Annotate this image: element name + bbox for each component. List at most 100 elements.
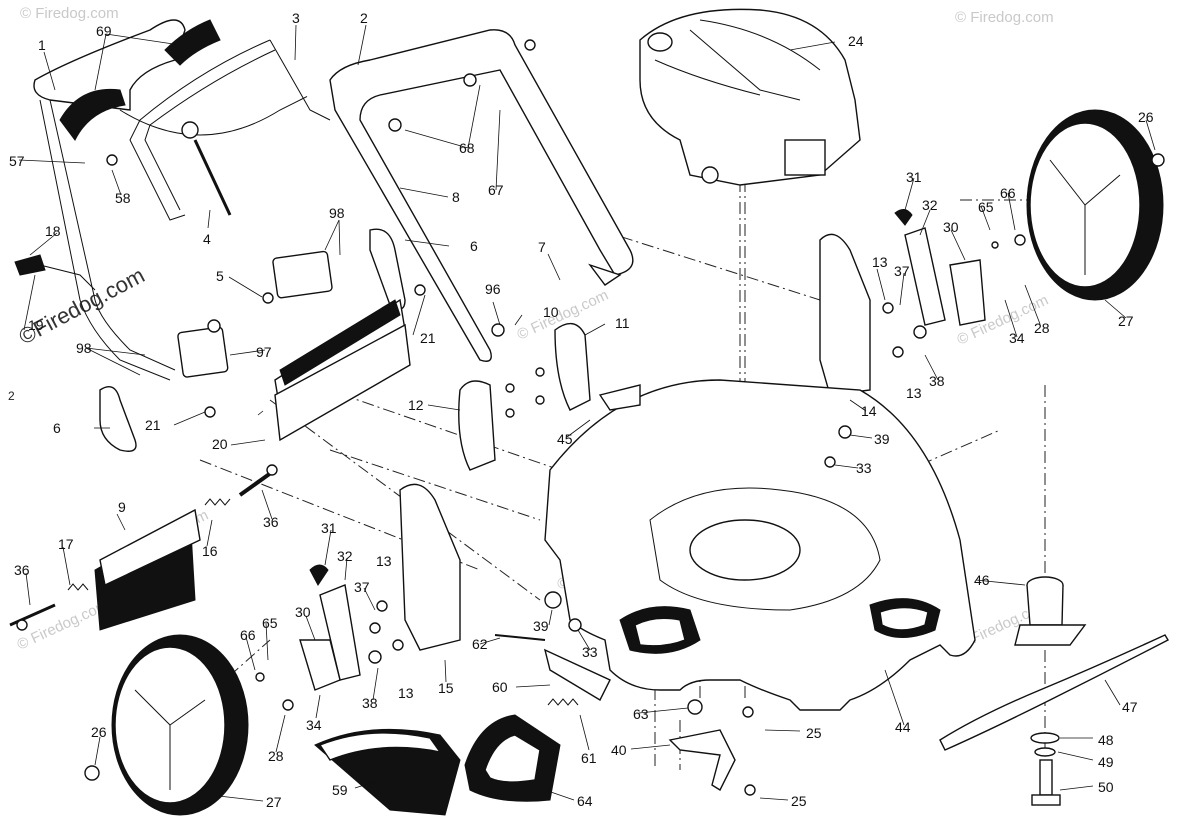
callout-97: 97 (256, 344, 272, 360)
callout-49: 49 (1098, 754, 1114, 770)
callout-45: 45 (557, 431, 573, 447)
callout-40: 40 (611, 742, 627, 758)
lower-handle-left (33, 19, 186, 381)
callout-4: 4 (203, 231, 211, 247)
wheel-front-right (1026, 109, 1164, 301)
callout-36-left: 36 (14, 562, 30, 578)
callout-30-right: 30 (943, 219, 959, 235)
callout-47: 47 (1122, 699, 1138, 715)
callout-labels: 1 2 3 4 5 6 6 7 8 9 10 11 12 13 13 13 13… (9, 10, 1154, 810)
callout-67: 67 (488, 182, 504, 198)
callout-63: 63 (633, 706, 649, 722)
callout-37-right: 37 (894, 263, 910, 279)
callout-57: 57 (9, 153, 25, 169)
callout-2: 2 (360, 10, 368, 26)
callout-61: 61 (581, 750, 597, 766)
callout-20: 20 (212, 436, 228, 452)
callout-26-left: 26 (91, 724, 107, 740)
callout-21-top: 21 (420, 330, 436, 346)
watermark-top-right: © Firedog.com (955, 9, 1054, 26)
callout-6-bottom: 6 (53, 420, 61, 436)
height-adjuster-left (299, 483, 461, 691)
height-lever-front-left (14, 254, 96, 291)
height-adjuster-right (819, 209, 986, 396)
callout-34-left: 34 (306, 717, 322, 733)
callout-38-left: 38 (362, 695, 378, 711)
callout-39-right: 39 (874, 431, 890, 447)
callout-9: 9 (118, 499, 126, 515)
cable (119, 96, 308, 216)
callout-31-right: 31 (906, 169, 922, 185)
blade-adapter (1014, 576, 1087, 646)
mulch-plug (314, 728, 461, 816)
callout-65-left: 65 (262, 615, 278, 631)
callout-68: 68 (459, 140, 475, 156)
callout-3: 3 (292, 10, 300, 26)
callout-66-right: 66 (1000, 185, 1016, 201)
callout-38-right: 38 (929, 373, 945, 389)
axle-brackets (458, 322, 591, 471)
callout-18: 18 (45, 223, 61, 239)
callout-32-right: 32 (922, 197, 938, 213)
rear-door (94, 508, 201, 631)
callout-98-left: 98 (76, 340, 92, 356)
blade (939, 634, 1169, 751)
springs (67, 498, 579, 706)
callout-13-c: 13 (376, 553, 392, 569)
callout-66-left: 66 (240, 627, 256, 643)
callout-31-left: 31 (321, 520, 337, 536)
callout-65-right: 65 (978, 199, 994, 215)
callout-13-d: 13 (398, 685, 414, 701)
callout-15: 15 (438, 680, 454, 696)
callout-28-left: 28 (268, 748, 284, 764)
callout-44: 44 (895, 719, 911, 735)
callout-25-lower: 25 (791, 793, 807, 809)
callout-33-right: 33 (856, 460, 872, 476)
callout-60: 60 (492, 679, 508, 695)
callout-48: 48 (1098, 732, 1114, 748)
callout-21-left: 21 (145, 417, 161, 433)
callout-26-right: 26 (1138, 109, 1154, 125)
callout-39-left: 39 (533, 618, 549, 634)
callout-62: 62 (472, 636, 488, 652)
callout-98-top: 98 (329, 205, 345, 221)
callout-24: 24 (848, 33, 864, 49)
callout-32-left: 32 (337, 548, 353, 564)
leader-lines (18, 24, 1156, 802)
watermark-lower-left: © Firedog.com (15, 597, 112, 654)
callout-1: 1 (38, 37, 46, 53)
small-hardware (16, 39, 1165, 796)
bail-bar (129, 39, 331, 221)
callout-64: 64 (577, 793, 593, 809)
callout-8: 8 (452, 189, 460, 205)
rear-shield (274, 298, 411, 442)
callout-11: 11 (615, 315, 630, 331)
callout-7: 7 (538, 239, 546, 255)
callout-13-a: 13 (872, 254, 888, 270)
callout-19: 19 (28, 317, 44, 333)
callout-6-top: 6 (470, 238, 478, 254)
callout-12: 12 (408, 397, 424, 413)
callout-5: 5 (216, 268, 224, 284)
callout-96: 96 (485, 281, 501, 297)
callout-25-upper: 25 (806, 725, 822, 741)
callout-50: 50 (1098, 779, 1114, 795)
callout-33-left: 33 (582, 644, 598, 660)
discharge-door (464, 714, 561, 802)
upper-handle-right (329, 29, 634, 362)
callout-34-right: 34 (1009, 330, 1025, 346)
watermark-top-left: © Firedog.com (20, 5, 119, 22)
callout-13-b: 13 (906, 385, 922, 401)
callout-10: 10 (543, 304, 559, 320)
engine (639, 8, 861, 186)
page-side-marker: 2 (8, 389, 15, 403)
callout-59: 59 (332, 782, 348, 798)
grip-covers (59, 19, 221, 141)
callout-14: 14 (861, 403, 877, 419)
callout-69: 69 (96, 23, 112, 39)
mower-deck (544, 379, 976, 711)
callout-36-right: 36 (263, 514, 279, 530)
callout-46: 46 (974, 572, 990, 588)
callout-27-right: 27 (1118, 313, 1134, 329)
